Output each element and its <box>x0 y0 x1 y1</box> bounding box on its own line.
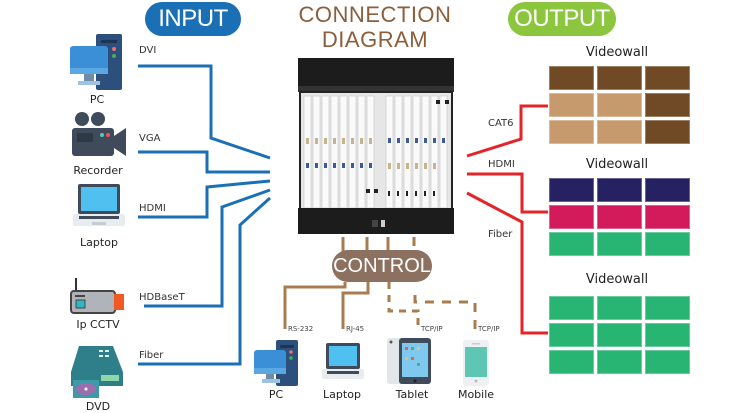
videowall-screen <box>549 323 594 347</box>
input-signal-label: Fiber <box>139 350 164 361</box>
input-signal-label: HDBaseT <box>139 292 185 303</box>
input-device-recorder <box>70 112 128 158</box>
videowall-title: Videowall <box>585 272 649 287</box>
control-protocol-label: TCP/IP <box>478 325 500 333</box>
desktop-pc-icon <box>70 34 122 90</box>
output-signal-label: CAT6 <box>488 118 514 129</box>
diagram-title: CONNECTION DIAGRAM <box>290 2 460 52</box>
videowall-title: Videowall <box>585 45 649 60</box>
videowall-screen <box>549 205 594 229</box>
videowall-screen <box>645 93 690 117</box>
videowall-screen <box>597 178 642 202</box>
videowall-fiber <box>549 296 690 374</box>
matrix-switcher <box>296 58 456 234</box>
videowall-screen <box>645 120 690 144</box>
input-signal-label: DVI <box>139 45 157 56</box>
laptop-icon <box>73 184 125 226</box>
control-device-label: Laptop <box>323 388 361 401</box>
videowall-screen <box>645 296 690 320</box>
videowall-screen <box>597 93 642 117</box>
input-device-label: Laptop <box>80 236 118 249</box>
laptop-icon <box>322 343 364 379</box>
videowall-screen <box>549 120 594 144</box>
control-device-label: Tablet <box>395 388 429 401</box>
videowall-cat6 <box>549 66 690 144</box>
videowall-screen <box>645 350 690 374</box>
videowall-title: Videowall <box>585 157 649 172</box>
videowall-screen <box>597 205 642 229</box>
input-device-label: DVD <box>85 400 111 413</box>
control-device-label: PC <box>268 388 284 401</box>
input-device-dvd <box>69 342 127 400</box>
videowall-screen <box>645 66 690 90</box>
videowall-screen <box>549 93 594 117</box>
videowall-screen <box>549 66 594 90</box>
input-device-label: Ip CCTV <box>76 318 120 331</box>
videowall-screen <box>549 350 594 374</box>
control-line-rj45 <box>341 282 370 329</box>
control-protocol-label: RJ-45 <box>346 325 365 333</box>
videowall-screen <box>645 205 690 229</box>
output-line-hdmi <box>467 172 548 214</box>
mobile-phone-icon <box>463 340 489 386</box>
input-device-pc <box>66 34 126 90</box>
dvd-player-icon <box>71 346 123 398</box>
input-line-dvi <box>138 64 271 160</box>
control-device-mobile <box>463 340 489 386</box>
input-signal-label: HDMI <box>139 203 166 214</box>
control-device-laptop <box>320 343 366 383</box>
output-signal-label: HDMI <box>488 159 515 170</box>
control-device-pc <box>252 340 300 386</box>
videowall-screen <box>549 178 594 202</box>
input-device-label: PC <box>89 93 105 106</box>
input-line-hdmi <box>138 179 271 219</box>
output-signal-label: Fiber <box>488 229 513 240</box>
control-protocol-label: RS-232 <box>288 325 314 333</box>
videowall-screen <box>645 323 690 347</box>
title-line-1: CONNECTION <box>298 2 452 27</box>
videowall-screen <box>645 178 690 202</box>
input-device-ip-cctv <box>70 278 126 314</box>
input-line-vga <box>138 150 270 174</box>
videowall-screen <box>549 296 594 320</box>
control-device-tablet <box>387 338 433 386</box>
tablet-icon <box>387 338 431 384</box>
control-line-tablet <box>387 282 420 329</box>
desktop-pc-icon <box>254 340 298 386</box>
output-line-cat6 <box>466 104 548 158</box>
control-protocol-label: TCP/IP <box>421 325 443 333</box>
videowall-screen <box>597 350 642 374</box>
ip-camera-icon <box>70 278 124 314</box>
videowall-screen <box>597 66 642 90</box>
input-header: INPUT <box>145 2 241 36</box>
input-device-label: Recorder <box>73 164 123 177</box>
videowall-screen <box>597 120 642 144</box>
control-header: CONTROL <box>332 250 432 282</box>
input-line-hdbaset <box>144 188 271 308</box>
input-signal-label: VGA <box>139 133 161 144</box>
videowall-screen <box>597 232 642 256</box>
control-line-rs232 <box>283 282 347 329</box>
videowall-screen <box>597 323 642 347</box>
control-line-mobile <box>413 295 477 329</box>
output-header: OUTPUT <box>508 2 616 36</box>
video-camera-icon <box>72 112 126 156</box>
matrix-switcher-image <box>298 58 454 234</box>
control-device-label: Mobile <box>457 388 495 401</box>
videowall-screen <box>597 296 642 320</box>
videowall-hdmi <box>549 178 690 256</box>
input-line-fiber <box>138 196 272 366</box>
output-line-fiber <box>466 191 548 335</box>
title-line-2: DIAGRAM <box>321 27 429 52</box>
videowall-screen <box>549 232 594 256</box>
input-device-laptop <box>70 184 128 230</box>
videowall-screen <box>645 232 690 256</box>
